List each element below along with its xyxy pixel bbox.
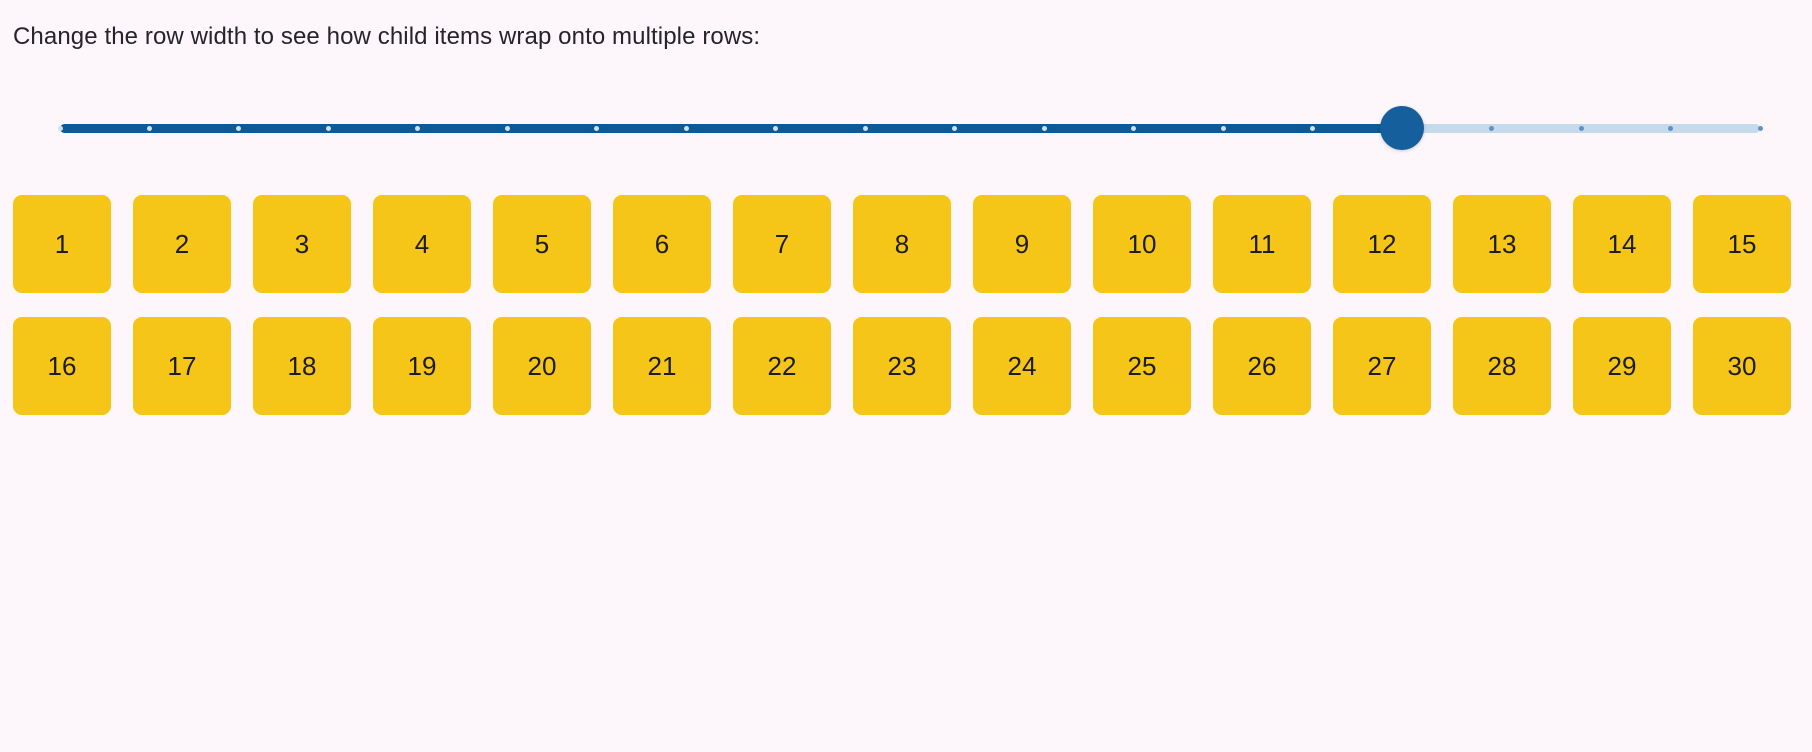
slider-tick [415,126,421,131]
flex-item: 5 [493,195,591,293]
slider-tick [1757,126,1763,131]
page-instruction: Change the row width to see how child it… [13,23,761,50]
slider-tick [325,126,331,131]
flex-item: 15 [1693,195,1791,293]
flex-item: 17 [133,317,231,415]
flex-item: 24 [973,317,1071,415]
flex-item: 11 [1213,195,1311,293]
slider-thumb[interactable] [1380,106,1425,150]
slider-tick [594,126,600,131]
slider-tick [1041,126,1047,131]
flex-item: 9 [973,195,1071,293]
slider-tick [1578,126,1584,131]
flex-item: 29 [1573,317,1671,415]
flex-item: 22 [733,317,831,415]
slider-tick [236,126,242,131]
flex-item: 1 [13,195,111,293]
flex-item: 25 [1093,317,1191,415]
flex-item: 30 [1693,317,1791,415]
flex-item: 3 [253,195,351,293]
flex-item: 16 [13,317,111,415]
slider-tick [773,126,779,131]
flex-item: 4 [373,195,471,293]
flex-item: 21 [613,317,711,415]
slider-tick [57,126,63,131]
slider-tick [1310,126,1316,131]
slider-tick [862,126,868,131]
slider-filled-track [60,124,1403,133]
flex-item: 19 [373,317,471,415]
slider-tick [504,126,510,131]
slider-tick [1489,126,1495,131]
slider-track[interactable] [57,124,1763,133]
flex-item: 26 [1213,317,1311,415]
slider-tick [1131,126,1137,131]
flex-item: 10 [1093,195,1191,293]
slider-tick [1668,126,1674,131]
flex-item: 28 [1453,317,1551,415]
flex-item: 12 [1333,195,1431,293]
flex-item: 13 [1453,195,1551,293]
slider-tick [1220,126,1226,131]
flex-item: 7 [733,195,831,293]
row-width-slider[interactable] [57,104,1763,152]
flex-item: 8 [853,195,951,293]
flex-item: 2 [133,195,231,293]
flex-item: 27 [1333,317,1431,415]
flex-item: 6 [613,195,711,293]
flex-item: 18 [253,317,351,415]
flex-item: 23 [853,317,951,415]
slider-tick [683,126,689,131]
flex-item: 20 [493,317,591,415]
slider-tick [146,126,152,131]
slider-tick [952,126,958,131]
flex-item: 14 [1573,195,1671,293]
